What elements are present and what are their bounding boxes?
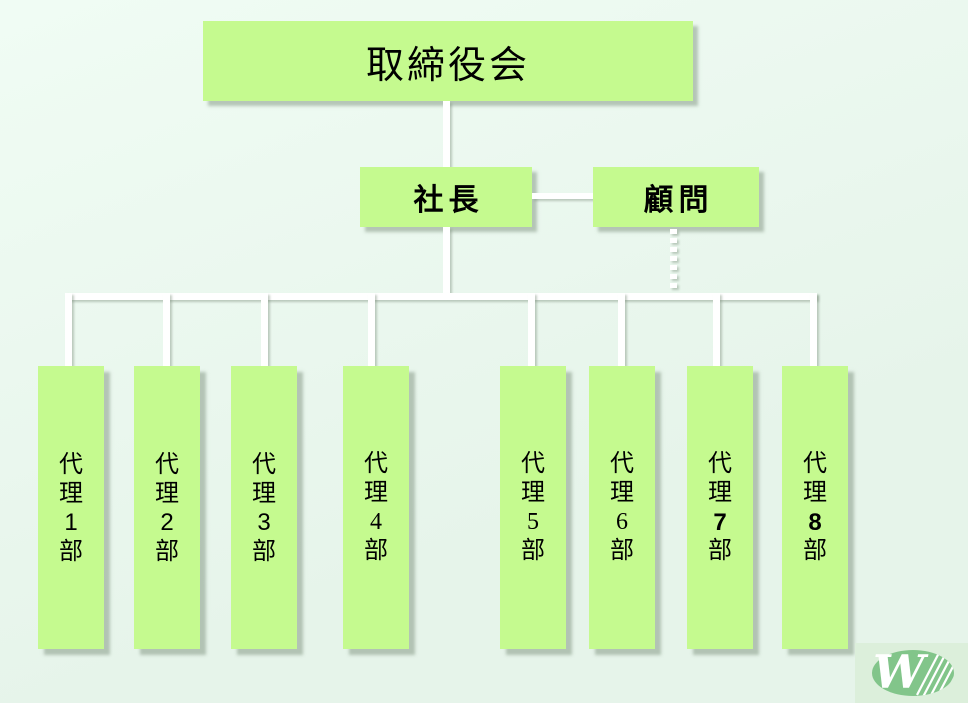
connector-drop-8	[810, 293, 817, 366]
department-label-char: 1	[64, 508, 78, 536]
department-label-char: 理	[803, 479, 827, 506]
department-label-char: 部	[708, 537, 732, 564]
watermark-logo: W	[855, 643, 968, 703]
department-label-char: 代	[610, 450, 634, 477]
department-label-char: 5	[527, 508, 539, 535]
department-label-char: 代	[803, 450, 827, 477]
department-label-char: 理	[610, 479, 634, 506]
department-label-char: 4	[370, 508, 382, 535]
department-label-char: 代	[521, 450, 545, 477]
president-label: 社長	[413, 184, 484, 217]
president-box: 社長	[360, 167, 532, 227]
connector-drop-4	[368, 293, 375, 366]
department-label-char: 3	[257, 508, 271, 536]
department-label-char: 部	[521, 537, 545, 564]
connector-drop-5	[528, 293, 535, 366]
board-of-directors-box: 取締役会	[203, 21, 693, 101]
department-label-char: 部	[610, 537, 634, 564]
connector-drop-6	[618, 293, 625, 366]
dotted-connector-advisor-to-rail	[670, 229, 677, 291]
department-label-char: 代	[364, 450, 388, 477]
department-label-char: 2	[160, 508, 174, 536]
department-label-char: 部	[364, 537, 388, 564]
department-label-char: 代	[155, 450, 179, 478]
department-label-char: 代	[708, 450, 732, 477]
connector-drop-1	[65, 293, 72, 366]
department-label-char: 代	[252, 450, 276, 478]
department-label-char: 部	[252, 537, 276, 565]
advisor-label: 顧問	[643, 184, 714, 217]
department-label-char: 部	[155, 537, 179, 565]
department-label-char: 部	[59, 537, 83, 565]
connector-president-to-rail	[443, 227, 450, 293]
department-label-char: 理	[364, 479, 388, 506]
connector-drop-7	[713, 293, 720, 366]
board-of-directors-label: 取締役会	[365, 44, 530, 87]
connector-horizontal-rail	[65, 293, 817, 300]
department-label-char: 理	[252, 479, 276, 507]
connector-root-to-president	[443, 101, 450, 167]
department-label-char: 6	[616, 508, 628, 535]
advisor-box: 顧問	[593, 167, 759, 227]
department-label-char: 代	[59, 450, 83, 478]
department-label-char: 部	[803, 537, 827, 564]
connector-president-to-advisor	[532, 193, 593, 199]
connector-drop-2	[163, 293, 170, 366]
connector-drop-3	[261, 293, 268, 366]
department-label-char: 理	[708, 479, 732, 506]
department-label-char: 理	[521, 479, 545, 506]
logo-w-letter: W	[873, 645, 929, 699]
department-label-char: 理	[59, 479, 83, 507]
department-label-char: 理	[155, 479, 179, 507]
department-label-char: 7	[713, 508, 727, 536]
department-label-char: 8	[808, 508, 822, 536]
